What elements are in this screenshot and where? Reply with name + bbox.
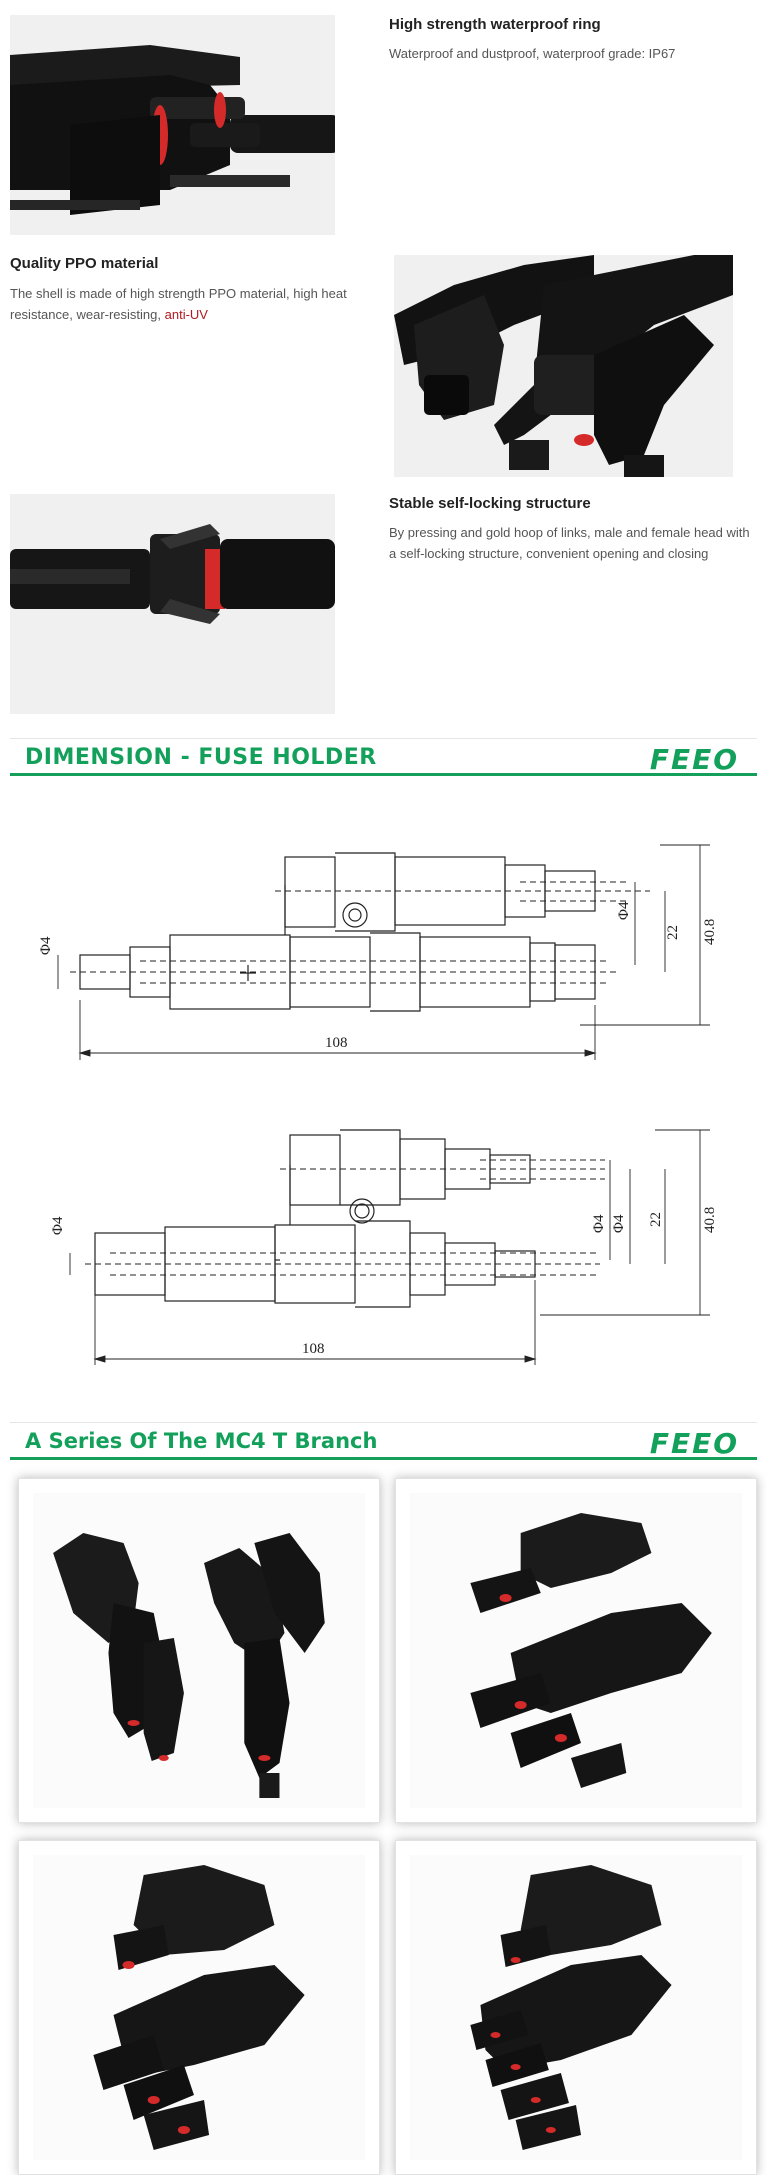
phi-right-label: Φ4 bbox=[616, 901, 632, 920]
phi-right-a-label: Φ4 bbox=[591, 1214, 607, 1233]
feature-desc-ppo: The shell is made of high strength PPO m… bbox=[10, 283, 380, 325]
dim-22-label: 22 bbox=[665, 925, 681, 940]
series-section-header: A Series Of The MC4 T Branch FEEO bbox=[10, 1422, 757, 1460]
product-photo-2-branch bbox=[18, 1478, 380, 1823]
dimension-drawing-top: Φ4 Φ4 22 40.8 108 bbox=[40, 825, 740, 1090]
self-locking-photo bbox=[10, 494, 335, 714]
brand-logo-series: FEEO bbox=[649, 1427, 739, 1460]
feature-desc-selflock: By pressing and gold hoop of links, male… bbox=[389, 525, 750, 561]
product-photo-4-branch bbox=[395, 1840, 757, 2175]
feature-title-selflock: Stable self-locking structure bbox=[389, 495, 591, 512]
waterproof-ring-photo bbox=[10, 15, 335, 235]
phi-left-label: Φ4 bbox=[40, 936, 54, 955]
length-108-label-bottom: 108 bbox=[302, 1341, 325, 1357]
dim-40-8-label-bottom: 40.8 bbox=[702, 1207, 718, 1233]
feature-title-waterproof: High strength waterproof ring bbox=[389, 16, 601, 33]
feature-desc-ppo-accent: anti-UV bbox=[164, 307, 208, 322]
dimension-drawing-bottom: Φ4 Φ4 Φ4 22 40.8 108 bbox=[40, 1115, 740, 1385]
dimension-section-header: DIMENSION - FUSE HOLDER FEEO bbox=[10, 738, 757, 776]
dimension-section-title: DIMENSION - FUSE HOLDER bbox=[25, 745, 377, 770]
feature-desc-waterproof: Waterproof and dustproof, waterproof gra… bbox=[389, 46, 676, 61]
feature-desc-ppo-main: The shell is made of high strength PPO m… bbox=[10, 286, 347, 322]
product-photo-2-branch-pair bbox=[395, 1478, 757, 1823]
brand-logo: FEEO bbox=[649, 743, 739, 776]
length-108-label: 108 bbox=[325, 1035, 348, 1051]
phi-right-b-label: Φ4 bbox=[611, 1214, 627, 1233]
feature-title-ppo: Quality PPO material bbox=[10, 255, 159, 272]
dim-40-8-label: 40.8 bbox=[702, 919, 718, 945]
dim-22-label-bottom: 22 bbox=[648, 1212, 664, 1227]
phi-left-label-bottom: Φ4 bbox=[50, 1216, 66, 1235]
product-photo-3-branch bbox=[18, 1840, 380, 2175]
series-section-title: A Series Of The MC4 T Branch bbox=[25, 1429, 378, 1453]
ppo-material-photo bbox=[394, 255, 733, 477]
